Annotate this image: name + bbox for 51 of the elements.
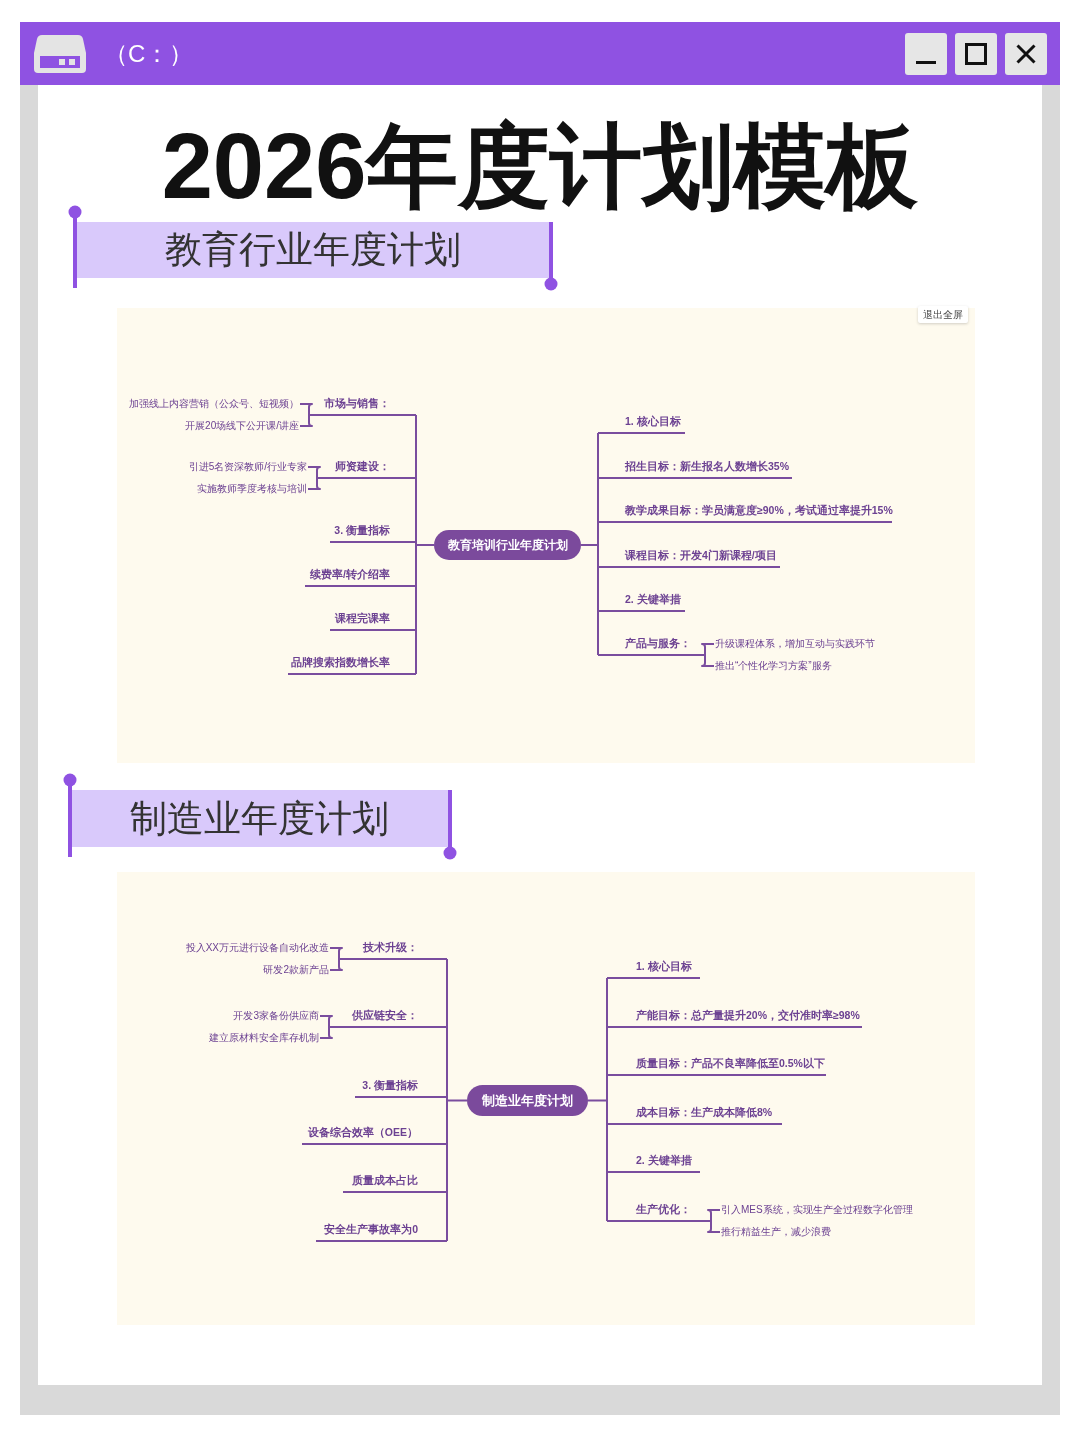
connector-line [587, 977, 608, 1222]
connector-line [446, 958, 468, 1242]
branch-topic: 市场与销售： [318, 393, 416, 416]
connector-line [415, 414, 435, 675]
sub-topic: 引入MES系统，实现生产全过程数字化管理 [721, 1204, 913, 1216]
exit-fullscreen-button: 退出全屏 [918, 306, 968, 323]
branch-topic: 2. 关键举措 [598, 589, 685, 612]
branch-topic: 质量成本占比 [343, 1170, 447, 1193]
branch-topic: 课程目标：开发4门新课程/项目 [598, 545, 780, 568]
sub-topic: 实施教师季度考核与培训 [197, 483, 307, 495]
sub-topic: 研发2款新产品 [263, 964, 329, 976]
branch-topic: 3. 衡量指标 [355, 1075, 447, 1098]
branch-topic: 供应链安全： [338, 1005, 447, 1028]
connector-line [695, 643, 715, 667]
branch-topic: 设备综合效率（OEE） [302, 1122, 447, 1145]
window-title: （C：） [104, 39, 194, 69]
connector-line [701, 1209, 721, 1233]
branch-topic: 教学成果目标：学员满意度≥90%，考试通过率提升15% [598, 500, 892, 523]
sub-topic: 投入XX万元进行设备自动化改造 [185, 942, 329, 954]
branch-topic: 生产优化： [607, 1199, 702, 1222]
branch-topic: 课程完课率 [330, 608, 416, 631]
branch-topic: 师资建设： [326, 456, 416, 479]
page-title: 2026年度计划模板 [161, 116, 919, 216]
branch-topic: 产能目标：总产量提升20%，交付准时率≥98% [607, 1005, 862, 1028]
branch-topic: 成本目标：生产成本降低8% [607, 1102, 782, 1125]
central-topic: 制造业年度计划 [467, 1085, 588, 1116]
connector-line [299, 403, 319, 427]
branch-topic: 3. 衡量指标 [330, 520, 416, 543]
branch-topic: 质量目标：产品不良率降低至0.5%以下 [607, 1053, 826, 1076]
sub-topic: 开发3家备份供应商 [233, 1010, 319, 1022]
branch-topic: 招生目标：新生报名人数增长35% [598, 456, 792, 479]
connector-line [580, 432, 599, 656]
branch-topic: 安全生产事故率为0 [316, 1219, 447, 1242]
sub-topic: 推行精益生产，减少浪费 [721, 1226, 831, 1238]
branch-topic: 1. 核心目标 [598, 411, 685, 434]
sub-topic: 开展20场线下公开课/讲座 [185, 420, 299, 432]
sub-topic: 建立原材料安全库存机制 [209, 1032, 319, 1044]
branch-topic: 产品与服务： [598, 633, 696, 656]
connector-line [319, 1015, 339, 1039]
branch-topic: 续费率/转介绍率 [305, 564, 416, 587]
sub-topic: 升级课程体系，增加互动与实践环节 [715, 638, 875, 650]
branch-topic: 2. 关键举措 [607, 1150, 700, 1173]
connector-line [307, 466, 327, 490]
branch-topic: 1. 核心目标 [607, 956, 700, 979]
sub-topic: 推出“个性化学习方案”服务 [715, 660, 832, 672]
connector-line [329, 947, 349, 971]
central-topic: 教育培训行业年度计划 [434, 530, 581, 560]
branch-topic: 品牌搜索指数增长率 [288, 652, 416, 675]
branch-topic: 技术升级： [348, 937, 447, 960]
sub-topic: 引进5名资深教师/行业专家 [188, 461, 307, 473]
sub-topic: 加强线上内容营销（公众号、短视频） [129, 398, 299, 410]
